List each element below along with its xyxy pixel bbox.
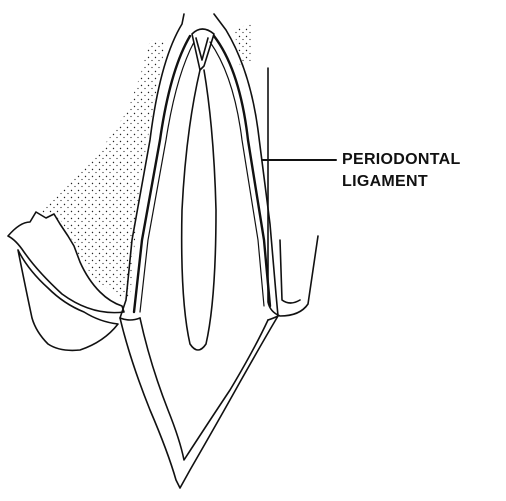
alveolar-bone-left: [40, 40, 166, 300]
periodontal-ligament-label: PERIODONTAL LIGAMENT: [342, 149, 461, 193]
cej-line: [120, 316, 278, 320]
gingiva-right-inner: [280, 240, 300, 303]
periodontal-ligament-right: [214, 36, 270, 306]
pulp-canal: [182, 70, 216, 350]
dentin-inner-outline: [140, 318, 268, 460]
label-line-1: PERIODONTAL: [342, 149, 461, 171]
alveolar-bone-right: [234, 24, 252, 66]
root-apex: [192, 29, 214, 70]
label-line-2: LIGAMENT: [342, 171, 461, 193]
